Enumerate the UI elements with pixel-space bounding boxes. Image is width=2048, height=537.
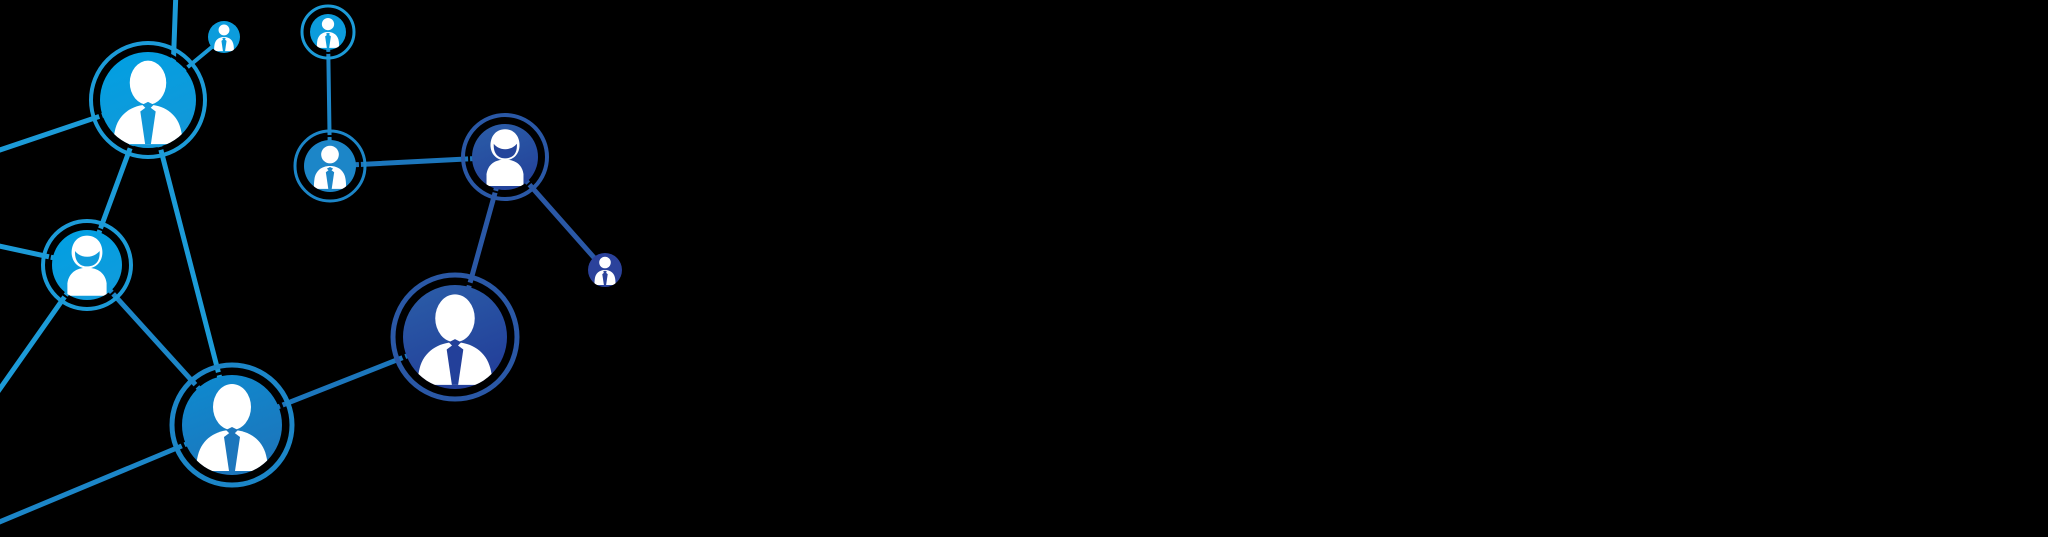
hair-icon (75, 251, 100, 267)
node-businessman-bottom-light[interactable] (169, 362, 295, 488)
hair-icon (493, 143, 517, 159)
node-person-mid-center-left[interactable] (293, 129, 367, 203)
node-outer-ring (41, 219, 133, 311)
node-outer-ring (390, 272, 520, 402)
node-inner-gap-ring (48, 226, 126, 304)
node-inner-gap-ring (398, 280, 512, 394)
node-inner-gap-ring (177, 370, 287, 480)
node-inner-gap-ring (468, 120, 542, 194)
node-inner-gap-ring (96, 48, 200, 152)
nodes-layer (41, 4, 622, 488)
node-person-small-top-left[interactable] (208, 21, 240, 53)
node-outer-ring (89, 41, 207, 159)
node-person-small-navy-right[interactable] (588, 253, 622, 287)
node-businessman-large-navy[interactable] (390, 272, 520, 402)
node-woman-light-blue-left[interactable] (41, 219, 133, 311)
node-outer-ring (293, 129, 367, 203)
node-outer-ring (300, 4, 356, 60)
node-businessman-large-light[interactable] (89, 41, 207, 159)
node-inner-gap-ring (299, 135, 361, 197)
node-outer-ring (461, 113, 549, 201)
node-woman-dark-blue-center[interactable] (461, 113, 549, 201)
node-outer-ring (169, 362, 295, 488)
node-person-small-top-center[interactable] (300, 4, 356, 60)
person-female-icon (486, 129, 524, 187)
person-female-icon (67, 235, 107, 296)
node-inner-gap-ring (306, 10, 350, 54)
